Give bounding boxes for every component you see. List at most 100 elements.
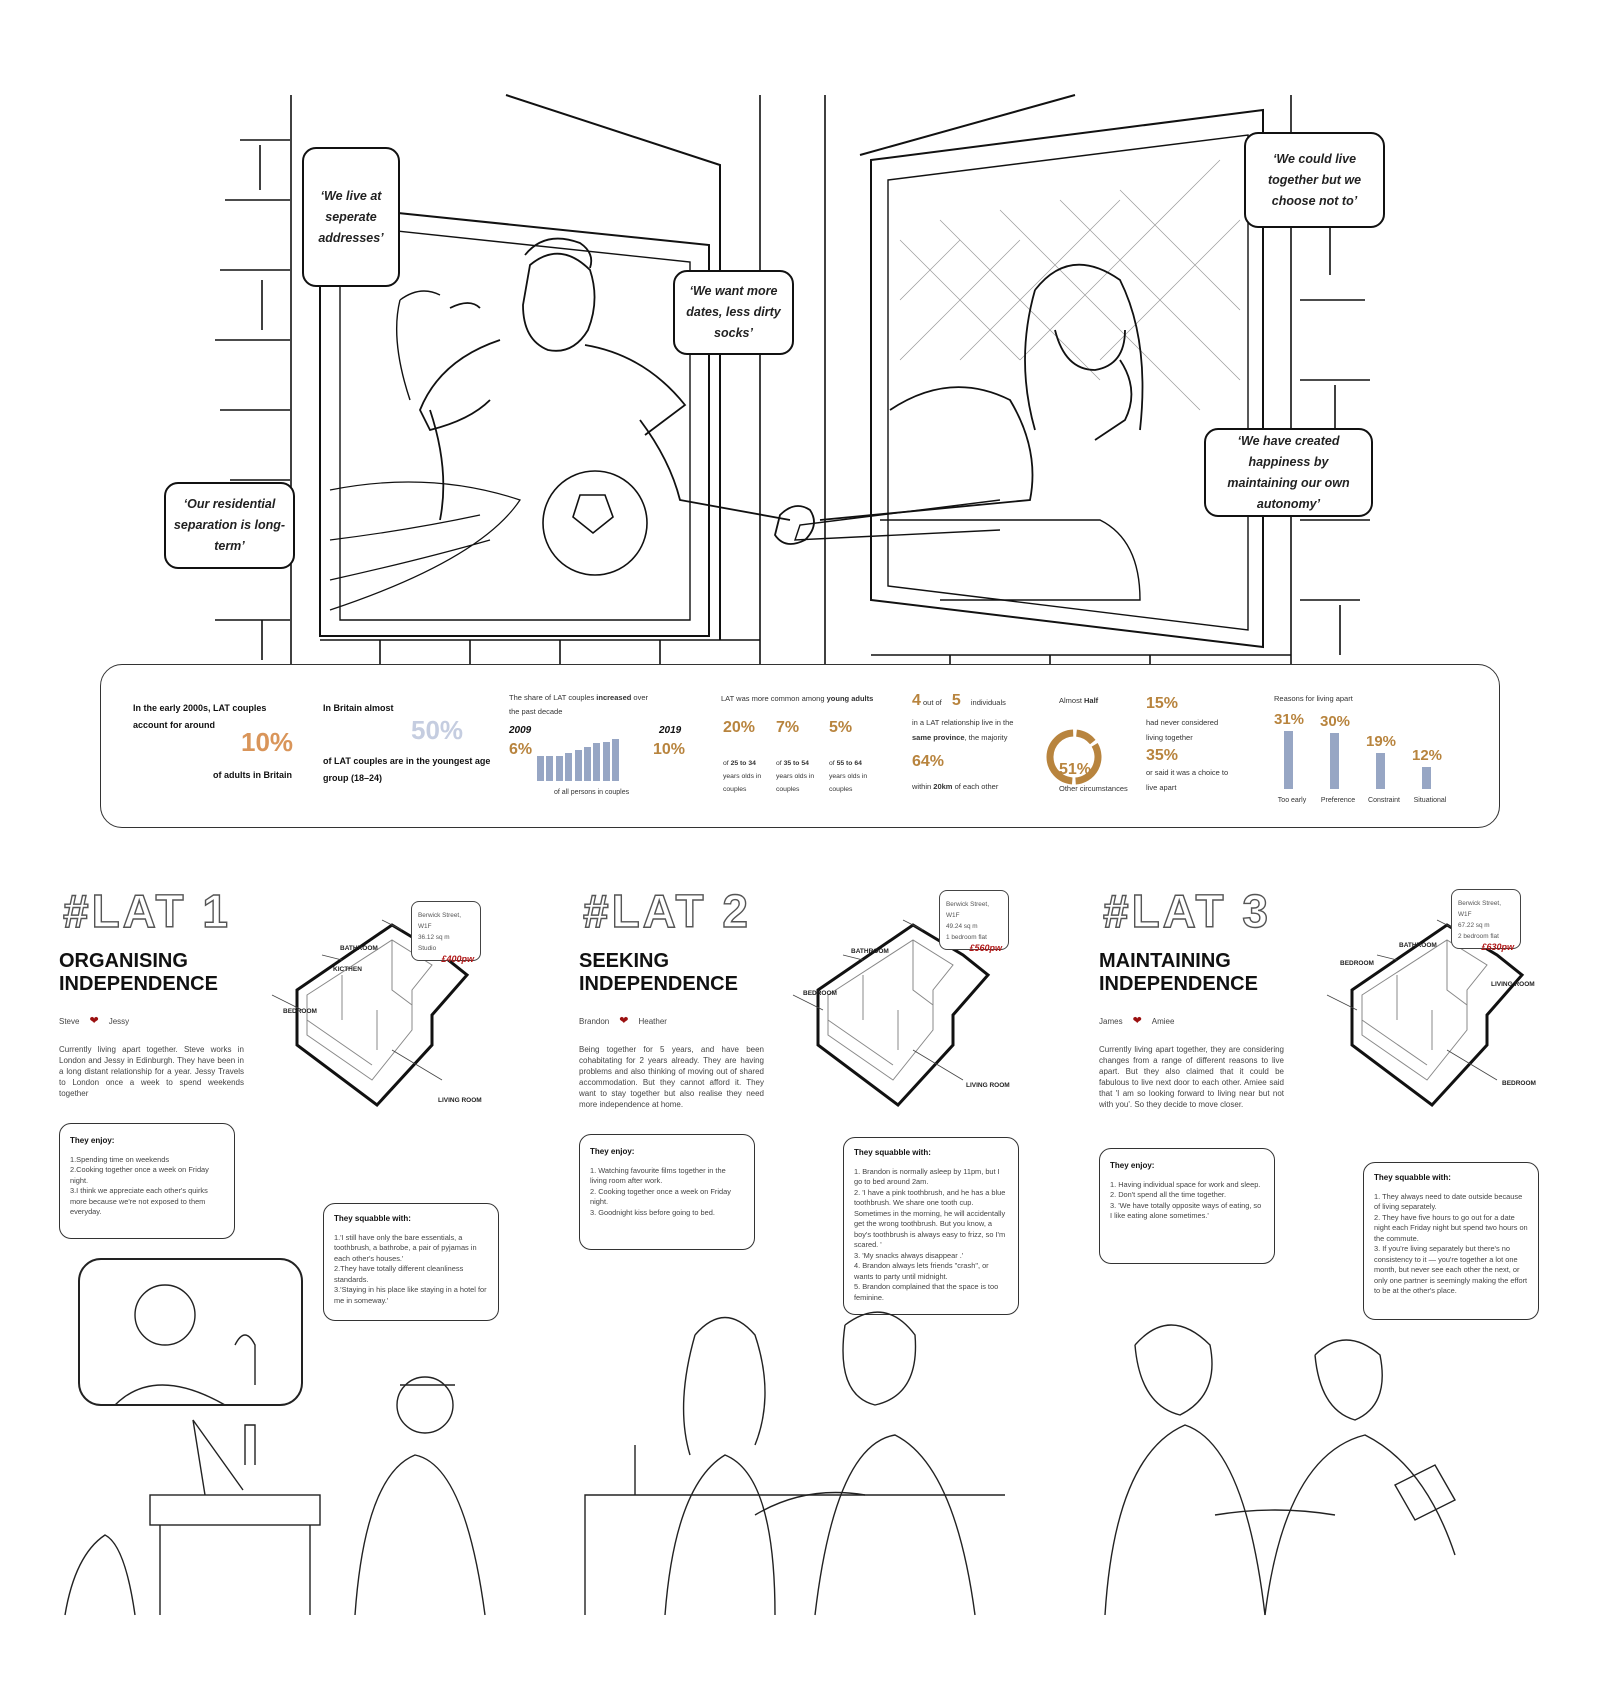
quote-text: ‘We have created happiness by maintainin…	[1227, 433, 1350, 511]
stat2-value: 50%	[411, 715, 464, 745]
right-window-frame	[859, 94, 1264, 649]
stat2-intro: In Britain almost	[323, 703, 394, 713]
couple-description: Currently living apart together, they ar…	[1099, 1045, 1284, 1109]
room-label: BEDROOM	[803, 990, 837, 997]
isometric-floor-plan	[271, 919, 470, 1108]
donut-slice	[1046, 729, 1074, 785]
donut-slice	[1075, 743, 1102, 785]
enjoy-item: 2.Cooking together once a week on Friday…	[70, 1165, 209, 1185]
donut-slice	[1075, 729, 1096, 745]
room-label: LIVING ROOM	[966, 1082, 1010, 1089]
age-group-label: of 35 to 54 years olds in couples	[776, 760, 815, 793]
couple-illustration	[64, 1258, 486, 1616]
lat-number: #LAT 3	[1102, 884, 1271, 937]
couple-illustration	[584, 1311, 1005, 1616]
man-figure	[329, 237, 791, 611]
other-value: 51%	[1059, 761, 1092, 778]
couple-description: Being together for 5 years, and have bee…	[579, 1045, 764, 1109]
flat-type: 2 bedroom flat	[1458, 933, 1499, 940]
age-group-value: 20%	[723, 719, 756, 736]
reason-label: Too early	[1277, 797, 1307, 804]
woman-figure	[794, 263, 1144, 601]
flat-price: £400pw	[441, 954, 474, 964]
squabble-item: 4. Brandon always lets friends "crash", …	[854, 1261, 989, 1281]
reason-value: 19%	[1366, 733, 1397, 751]
choice-value: 35%	[1146, 747, 1179, 764]
stat4-title: LAT was more common among young adults	[721, 694, 874, 703]
decade-bar	[602, 741, 610, 781]
age-group-value: 7%	[776, 719, 800, 736]
flat-info-card: Berwick Street, W1F 49.24 sq m 1 bedroom…	[939, 890, 1009, 953]
couple-names: Steve❤Jessy	[59, 1015, 130, 1027]
flat-address: Berwick Street, W1F	[1458, 900, 1501, 918]
lat-number: #LAT 2	[582, 884, 751, 937]
enjoy-item: 1. Having individual space for work and …	[1110, 1179, 1261, 1189]
end-value: 10%	[653, 741, 686, 758]
enjoy-item: 2. Cooking together once a week on Frida…	[590, 1186, 731, 1207]
decade-bar	[565, 753, 573, 781]
decade-bar	[593, 743, 601, 781]
quote-long-term: ‘Our residential separation is long-term…	[164, 482, 295, 569]
couple-description: Currently living apart together. Steve w…	[59, 1045, 244, 1098]
age-group-label: of 55 to 64 years olds in couples	[829, 760, 868, 793]
reason-bar	[1376, 753, 1385, 789]
hero-illustration	[215, 94, 1370, 664]
enjoy-title: They enjoy:	[590, 1147, 635, 1156]
reasons-title: Reasons for living apart	[1274, 694, 1353, 703]
other-label: Other circumstances	[1059, 784, 1128, 793]
decade-bar	[555, 755, 563, 781]
football-icon	[542, 470, 648, 576]
stat5-text: in a LAT relationship live in the same p…	[912, 718, 1014, 742]
heart-icon: ❤	[619, 1015, 629, 1027]
never-considered-value: 15%	[1146, 695, 1179, 712]
flat-type: 1 bedroom flat	[946, 934, 987, 941]
room-label: LIVING ROOM	[1491, 981, 1535, 988]
heart-icon: ❤	[89, 1015, 99, 1027]
age-group-label: of 25 to 34 years olds in couples	[723, 760, 762, 793]
flat-price: £560pw	[969, 943, 1002, 953]
enjoy-bubble: They enjoy: 1. Having individual space fo…	[1099, 1148, 1275, 1264]
quote-text: ‘Our residential separation is long-term…	[173, 497, 286, 553]
age-group-value: 5%	[829, 719, 853, 736]
isometric-floor-plan	[792, 919, 991, 1108]
squabble-item: 2.They have totally different cleanlines…	[334, 1264, 464, 1284]
reason-value: 30%	[1320, 712, 1351, 730]
reason-bar	[1330, 732, 1339, 789]
squabble-bubble: They squabble with:1. Brandon is normall…	[843, 1137, 1019, 1315]
quote-autonomy: ‘We have created happiness by maintainin…	[1204, 428, 1373, 517]
room-label: BEDROOM	[1502, 1080, 1536, 1087]
decade-bar	[574, 749, 582, 781]
decade-caption: of all persons in couples	[554, 789, 630, 796]
squabble-item: 2. They have five hours to go out for a …	[1374, 1212, 1528, 1243]
quote-more-dates: ‘We want more dates, less dirty socks’	[673, 270, 794, 355]
reason-label: Constraint	[1368, 797, 1400, 804]
holding-hands	[774, 505, 815, 545]
year-end: 2019	[659, 725, 682, 736]
room-label: BEDROOM	[283, 1008, 317, 1015]
enjoy-item: 3. Goodnight kiss before going to bed.	[590, 1207, 715, 1217]
start-value: 6%	[509, 741, 533, 758]
enjoy-title: They enjoy:	[1110, 1161, 1155, 1170]
room-label: BATHROOM	[340, 945, 378, 952]
flat-area: 67.22 sq m	[1458, 922, 1490, 929]
choice-text: or said it was a choice to live apart	[1146, 768, 1229, 792]
enjoy-item: 3.I think we appreciate each other's qui…	[70, 1186, 208, 1216]
stat6-title: Almost Half	[1059, 696, 1099, 705]
never-considered-text: had never considered living together	[1146, 718, 1219, 742]
quote-text: ‘We could live together but we choose no…	[1267, 151, 1362, 208]
decade-bar	[546, 755, 554, 781]
room-label: LIVING ROOM	[438, 1097, 482, 1104]
reason-bar	[1284, 731, 1293, 789]
room-label: BATHROOM	[851, 948, 889, 955]
room-label: KICTHEN	[333, 966, 362, 973]
squabble-item: 3. 'My snacks always disappear .'	[854, 1250, 964, 1260]
couple-names: Brandon❤Heather	[579, 1015, 667, 1027]
flat-address: Berwick Street, W1F	[946, 901, 989, 919]
decade-bar	[537, 755, 544, 781]
